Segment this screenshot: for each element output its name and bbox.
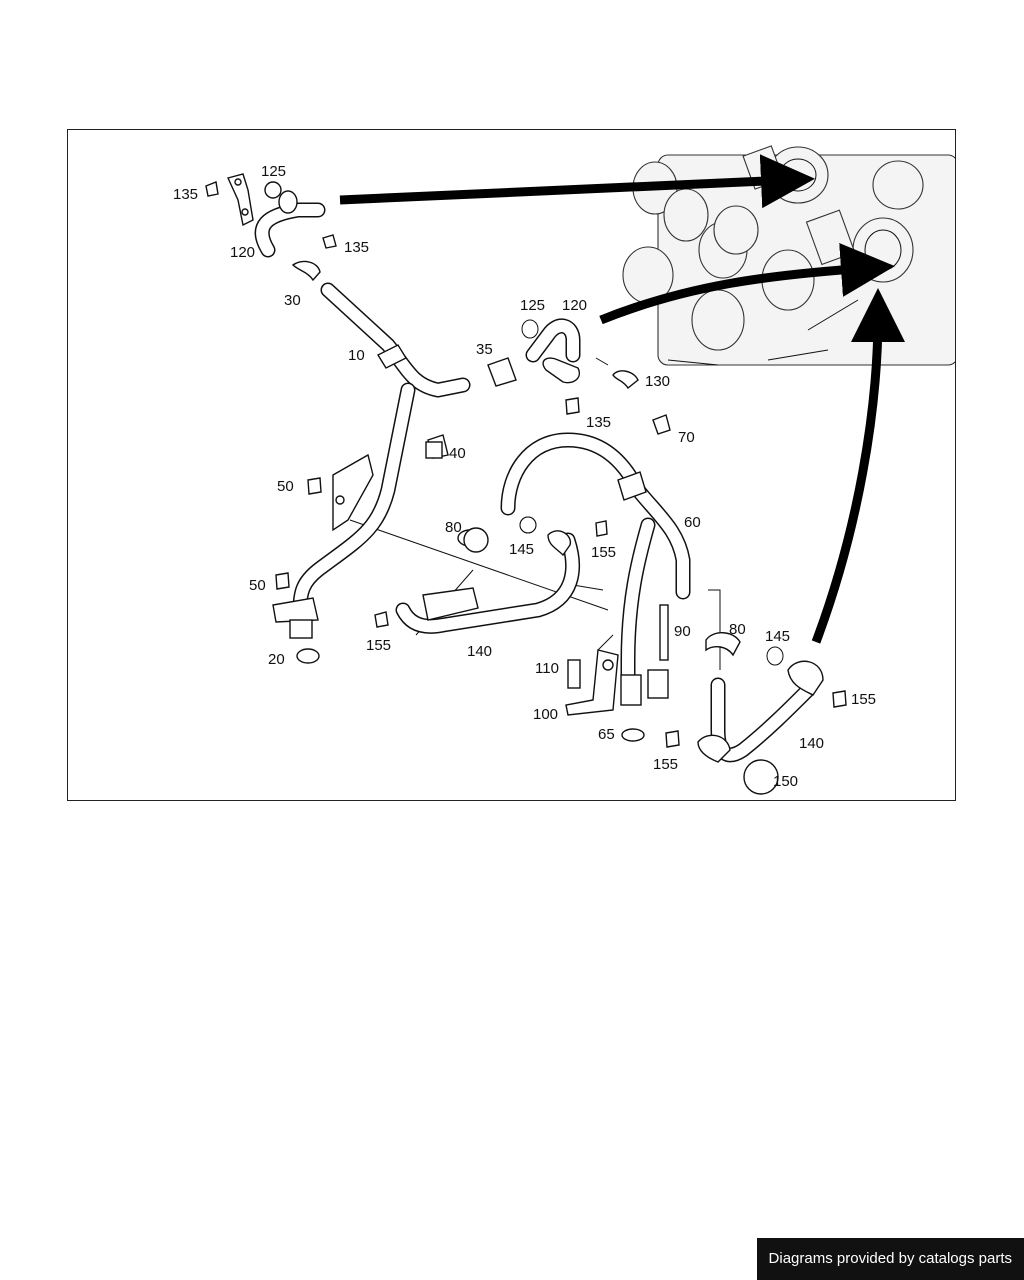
label-50a: 50: [277, 478, 294, 495]
label-70: 70: [678, 429, 695, 446]
label-145b: 145: [765, 628, 790, 645]
label-35: 35: [476, 341, 493, 358]
part-120-upper-pipe: [205, 173, 337, 282]
label-20: 20: [268, 651, 285, 668]
label-155d: 155: [653, 756, 678, 773]
callout-labels: 135 125 120 135 30 10 35 125 120 130 135…: [173, 163, 876, 790]
label-140a: 140: [467, 643, 492, 660]
part-120-middle-elbow: [521, 318, 639, 415]
part-100-bracket: [565, 517, 669, 742]
label-135b: 135: [344, 239, 369, 256]
label-50b: 50: [249, 577, 266, 594]
part-40-clip: [425, 441, 443, 459]
label-155c: 155: [851, 691, 876, 708]
label-150: 150: [773, 773, 798, 790]
label-125a: 125: [261, 163, 286, 180]
label-145a: 145: [509, 541, 534, 558]
label-30: 30: [284, 292, 301, 309]
label-155b: 155: [366, 637, 391, 654]
label-10: 10: [348, 347, 365, 364]
label-90: 90: [674, 623, 691, 640]
label-80b: 80: [729, 621, 746, 638]
label-135a: 135: [173, 186, 198, 203]
part-60-pipe: [500, 414, 691, 600]
label-155a: 155: [591, 544, 616, 561]
label-40: 40: [449, 445, 466, 462]
connection-arrows: [339, 154, 905, 644]
label-130: 130: [645, 373, 670, 390]
part-80-clamp-left: [463, 527, 489, 553]
label-120b: 120: [562, 297, 587, 314]
part-140-left-pipe: [374, 516, 608, 634]
engine-turbo-assembly: [622, 145, 955, 366]
label-60: 60: [684, 514, 701, 531]
part-10-main-pipe: [272, 282, 517, 664]
diagram-frame: 135 125 120 135 30 10 35 125 120 130 135…: [67, 129, 956, 801]
label-125b: 125: [520, 297, 545, 314]
label-80a: 80: [445, 519, 462, 536]
label-110: 110: [535, 660, 559, 677]
footer-badge: Diagrams provided by catalogs parts: [756, 1238, 1024, 1280]
part-145-oring-right: [766, 646, 784, 666]
part-80-clamp-right: [705, 632, 741, 657]
part-140-right-pipe: [665, 660, 847, 795]
label-100: 100: [533, 706, 558, 723]
label-140b: 140: [799, 735, 824, 752]
label-65: 65: [598, 726, 615, 743]
label-120a: 120: [230, 244, 255, 261]
part-145-oring-left: [519, 516, 537, 534]
parts-diagram: 135 125 120 135 30 10 35 125 120 130 135…: [173, 145, 955, 795]
label-135c: 135: [586, 414, 611, 431]
